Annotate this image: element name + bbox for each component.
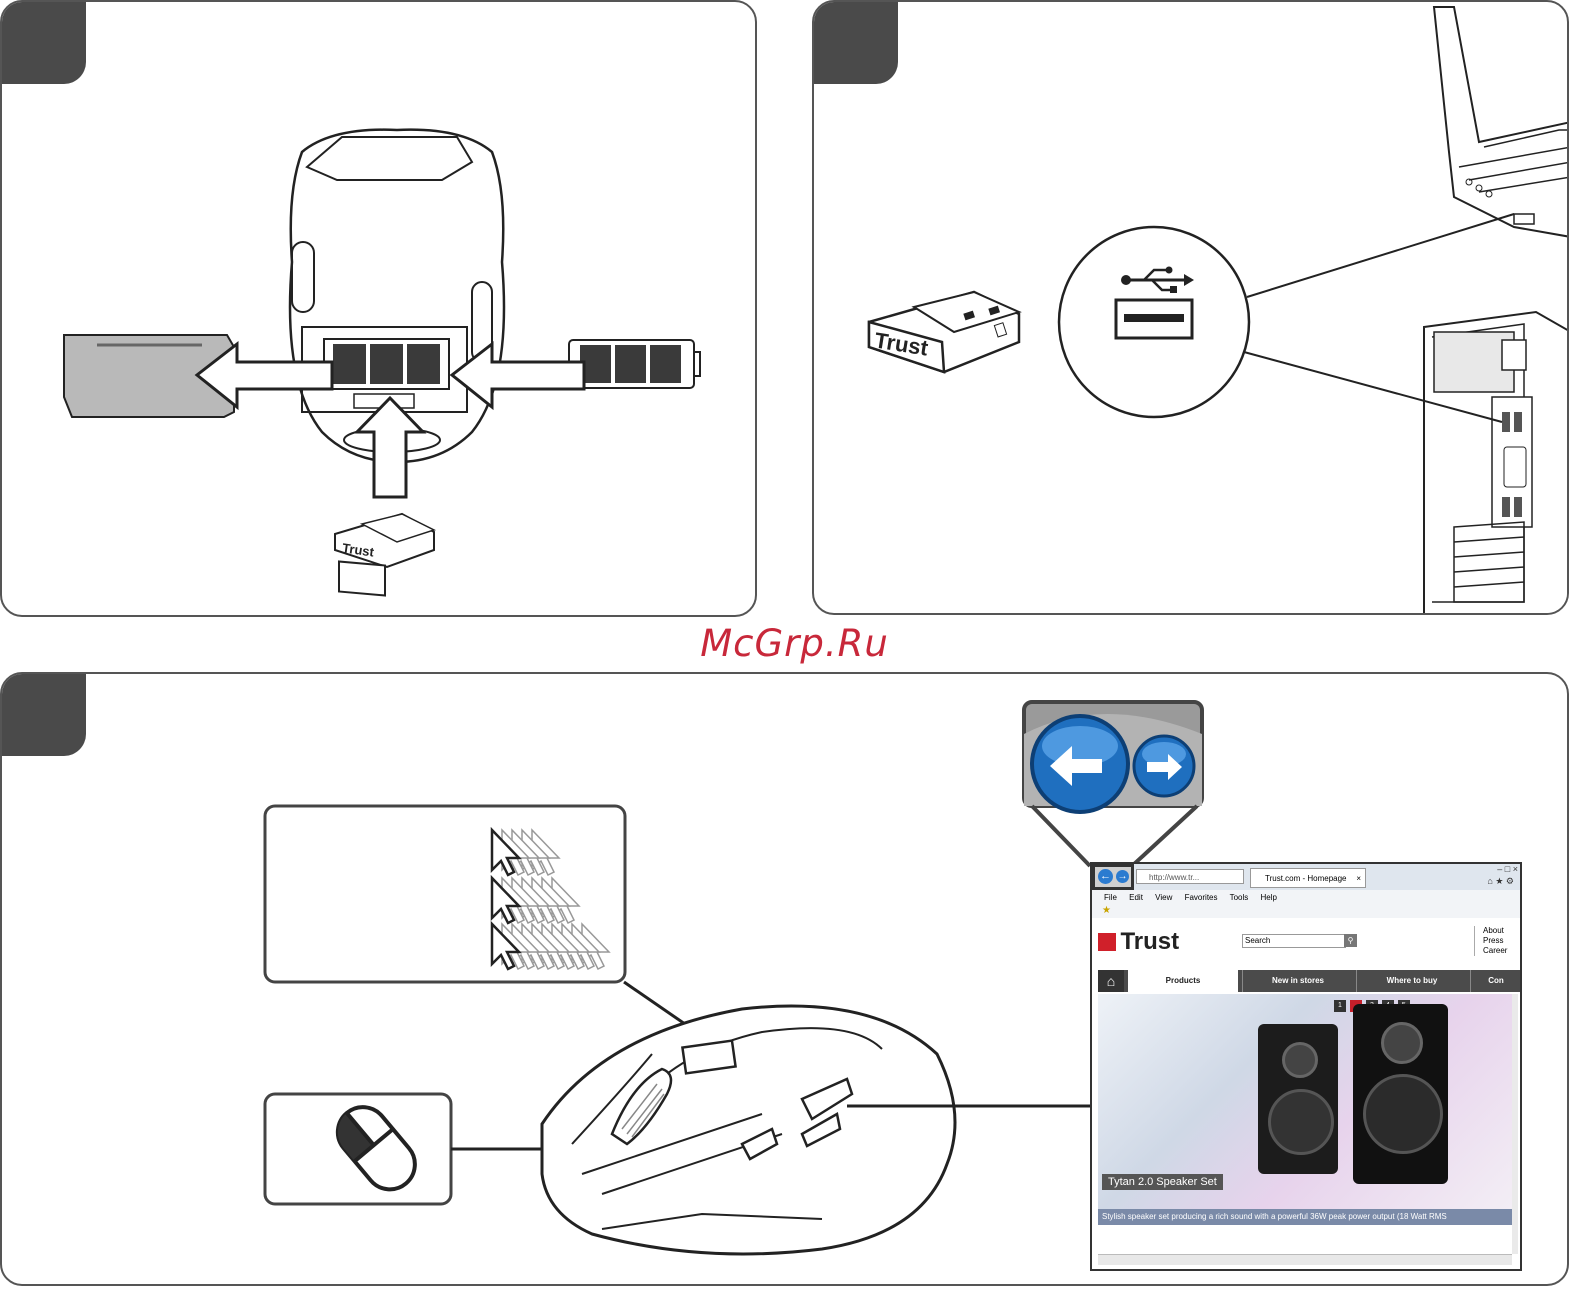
receiver-brand: Trust [341,540,375,559]
mouse-pointer-icon-slow [490,826,561,877]
tab-title: Trust.com - Homepage [1265,874,1347,883]
gear-icon[interactable]: ⚙ [1505,876,1514,886]
tab-homepage[interactable]: Trust.com - Homepage × [1250,868,1366,888]
favorites-bar-star-icon[interactable]: ★ [1102,905,1111,916]
address-bar[interactable]: http://www.tr... [1136,869,1244,884]
site-search-input[interactable]: Search [1242,934,1346,948]
link-career[interactable]: Career [1483,946,1508,955]
menu-help[interactable]: Help [1260,893,1277,902]
site-logo-text: Trust [1120,928,1180,955]
laptop [1432,6,1567,238]
forward-button[interactable]: → [1116,870,1129,883]
menu-tools[interactable]: Tools [1229,893,1249,902]
mouse-top-view [540,1004,957,1256]
usb-trident-icon [1121,266,1194,293]
nano-receiver-large: Trust [867,290,1022,374]
forward-arrow-icon [1132,734,1196,798]
speaker-right [1353,1004,1448,1184]
mouse-battery-slot [323,338,450,390]
link-about[interactable]: About [1483,926,1504,935]
trust-logo-icon [1098,933,1116,951]
menu-bar: File Edit View Favorites Tools Help ★ [1092,890,1520,918]
nav-tab-contact[interactable]: Con [1470,970,1520,992]
nano-receiver: Trust [334,512,436,597]
mouse-pointer-icon-medium [490,874,581,925]
step-1-marker [2,2,86,84]
battery [568,339,701,389]
site-logo[interactable]: Trust [1098,928,1179,956]
battery-cover [63,334,235,418]
vertical-scrollbar[interactable] [1512,994,1518,1254]
menu-view[interactable]: View [1155,893,1173,902]
usb-connection-illustration: Trust [867,6,1567,613]
arrow-insert-battery [449,340,586,411]
nav-tab-products[interactable]: Products [1128,970,1238,992]
menu-favorites[interactable]: Favorites [1184,893,1218,902]
banner-caption: Stylish speaker set producing a rich sou… [1098,1209,1512,1225]
window-controls: – □ × [1497,864,1518,874]
watermark: McGrp.Ru [700,622,889,665]
browser-window: ← → http://www.tr... Trust.com - Homepag… [1090,862,1522,1271]
mouse-left-click-icon [335,1105,417,1192]
search-placeholder: Search [1245,936,1271,945]
nav-tab-new-in-stores[interactable]: New in stores [1242,970,1353,992]
back-button[interactable]: ← [1098,869,1113,884]
step-1-panel: Trust [0,0,757,617]
step-2-marker [814,2,898,84]
nav-home-icon[interactable]: ⌂ [1098,970,1124,992]
speaker-left [1258,1024,1338,1174]
menu-edit[interactable]: Edit [1129,893,1143,902]
arrow-remove-cover [194,340,334,411]
close-window-icon[interactable]: × [1512,864,1518,874]
close-tab-icon[interactable]: × [1356,874,1361,883]
mouse-pointer-icon-fast [490,920,611,971]
horizontal-scrollbar[interactable] [1098,1254,1512,1265]
step-3-panel: ← → http://www.tr... Trust.com - Homepag… [0,672,1569,1286]
usb-port [1114,298,1194,340]
product-banner[interactable]: 1 2 3 4 5 Tytan 2.0 Speaker Set [1098,994,1512,1209]
address-text: http://www.tr... [1149,873,1200,882]
step-2-panel: Trust [812,0,1569,615]
buttons-illustration [263,700,1204,1256]
favorites-star-icon[interactable]: ★ [1495,876,1504,886]
search-button[interactable]: ⚲ [1344,934,1357,947]
site-header: Trust Search ⚲ About Press Career [1092,920,1520,964]
link-press[interactable]: Press [1483,936,1504,945]
minimize-icon[interactable]: – [1497,864,1503,874]
menu-file[interactable]: File [1104,893,1117,902]
side-links: About Press Career [1474,926,1507,956]
back-arrow-icon [1030,714,1130,814]
pager-1[interactable]: 1 [1334,1000,1346,1012]
step-3-marker [2,674,86,756]
home-icon[interactable]: ⌂ [1487,876,1493,886]
toolbar-icons: ⌂ ★ ⚙ [1487,876,1514,887]
maximize-icon[interactable]: □ [1504,864,1511,874]
battery-install-illustration: Trust [63,128,701,597]
nav-tab-where-to-buy[interactable]: Where to buy [1356,970,1467,992]
desktop-tower [1423,310,1567,613]
banner-title: Tytan 2.0 Speaker Set [1102,1174,1223,1190]
arrow-insert-receiver [353,395,427,499]
site-nav: ⌂ Products New in stores Where to buy Co… [1098,970,1520,992]
